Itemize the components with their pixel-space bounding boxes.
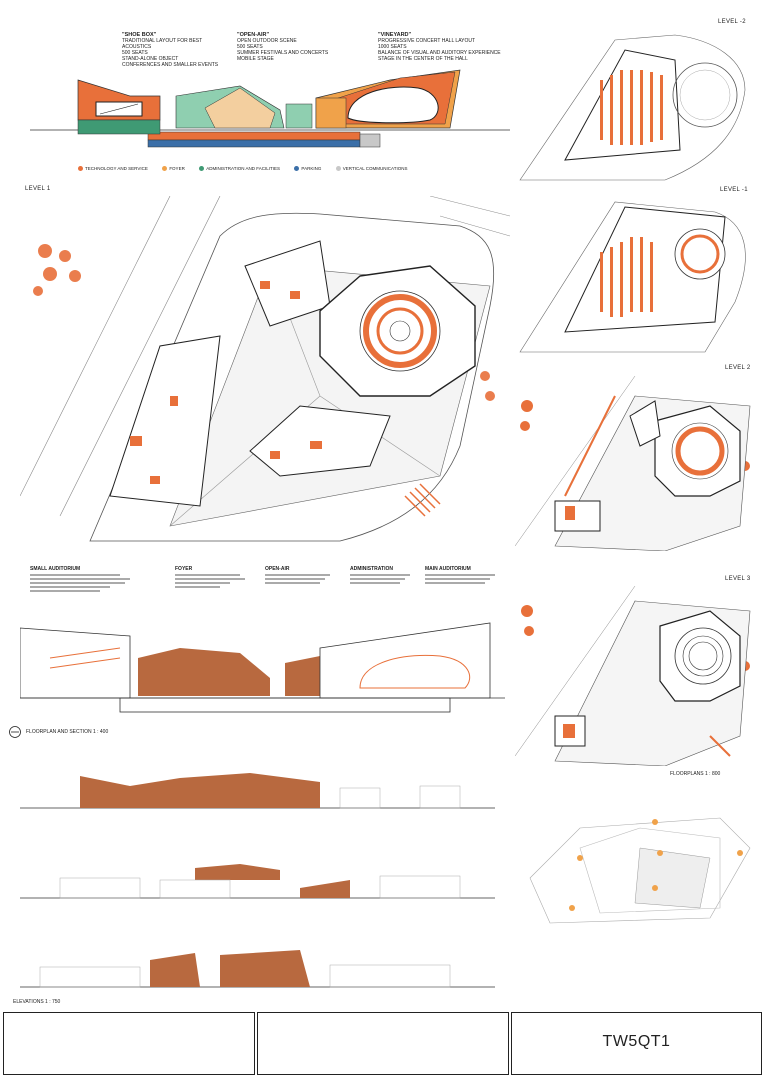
legend-item: ADMINISTRATION AND FACILITIES (199, 166, 280, 172)
room-lists: SMALL AUDITORIUM FOYER OPEN-AIR ADMINIST… (30, 566, 500, 600)
elevation-1 (20, 773, 495, 809)
level2-label: LEVEL 2 (725, 365, 751, 371)
legend-label: VERTICAL COMMUNICATIONS (342, 166, 408, 171)
concept-vineyard-line: BALANCE OF VISUAL AND AUDITORY EXPERIENC… (378, 50, 501, 56)
concept-shoebox-title: "SHOE BOX" (122, 32, 157, 38)
room-list-title: MAIN AUDITORIUM (425, 566, 471, 572)
level1-label: LEVEL 1 (25, 186, 51, 192)
building-section (20, 622, 505, 713)
concept-shoebox-line: TRADITIONAL LAYOUT FOR BEST ACOUSTICS (122, 38, 203, 50)
concept-shoebox-line: 500 SEATS (122, 50, 148, 56)
legend-label: PARKING (301, 166, 322, 171)
room-list-title: FOYER (175, 566, 193, 572)
concept-openair-text: "OPEN-AIR" OPEN OUTDOOR SCENE 500 SEATS … (237, 32, 347, 62)
concept-vineyard-line: 1000 SEATS (378, 44, 407, 50)
scale-floorplans: FLOORPLANS 1 : 800 (670, 771, 721, 777)
project-code: TW5QT1 (602, 1033, 671, 1050)
elevation-2 (20, 864, 495, 899)
concept-vineyard-text: "VINEYARD" PROGRESSIVE CONCERT HALL LAYO… (378, 32, 508, 62)
legend-swatch (335, 166, 341, 172)
level-minus1-label: LEVEL -1 (720, 187, 748, 193)
concept-openair-line: MOBILE STAGE (237, 56, 274, 62)
level3-floorplan (515, 586, 751, 766)
footer-box-right: TW5QT1 (511, 1012, 762, 1075)
concept-shoebox-text: "SHOE BOX" TRADITIONAL LAYOUT FOR BEST A… (122, 32, 232, 68)
concept-vineyard-line: PROGRESSIVE CONCERT HALL LAYOUT (378, 38, 476, 44)
concept-legend: TECHNOLOGY AND SERVICE FOYER ADMINISTRAT… (78, 157, 417, 175)
scale-elevations: ELEVATIONS 1 : 750 (13, 999, 61, 1005)
legend-item: PARKING (294, 166, 322, 172)
room-list-title: ADMINISTRATION (350, 566, 393, 572)
level-minus2-label: LEVEL -2 (718, 19, 746, 25)
concept-vineyard-line: STAGE IN THE CENTER OF THE HALL (378, 56, 468, 62)
legend-label: TECHNOLOGY AND SERVICE (85, 166, 148, 171)
room-list-lines (30, 574, 495, 592)
legend-swatch (199, 166, 205, 172)
footer-box-left (3, 1012, 255, 1075)
elevation-3 (20, 950, 495, 988)
level1-floorplan (20, 196, 510, 542)
north-arrow-icon (9, 726, 21, 738)
concept-openair-line: OPEN OUTDOOR SCENE (237, 38, 297, 44)
concept-openair-title: "OPEN-AIR" (237, 32, 270, 38)
scale-floorplan-section: FLOORPLAN AND SECTION 1 : 400 (26, 729, 109, 735)
concept-openair-line: SUMMER FESTIVALS AND CONCERTS (237, 50, 329, 56)
room-list-title: OPEN-AIR (265, 566, 290, 572)
legend-label: FOYER (169, 166, 185, 171)
legend-item: FOYER (162, 166, 185, 172)
legend-label: ADMINISTRATION AND FACILITIES (206, 166, 280, 171)
level2-floorplan (515, 376, 751, 551)
room-list-title: SMALL AUDITORIUM (30, 566, 81, 572)
level3-label: LEVEL 3 (725, 576, 751, 582)
axonometric-view (529, 817, 751, 924)
concept-vineyard-title: "VINEYARD" (378, 32, 412, 38)
legend-swatch (294, 166, 300, 172)
level-minus2-floorplan (519, 34, 746, 181)
concept-shoebox-line: CONFERENCES AND SMALLER EVENTS (122, 62, 219, 68)
legend-swatch (162, 166, 168, 172)
legend-item: TECHNOLOGY AND SERVICE (78, 166, 148, 172)
concept-shoebox-line: STAND-ALONE OBJECT (122, 56, 179, 62)
footer-box-middle (257, 1012, 509, 1075)
legend-item: VERTICAL COMMUNICATIONS (335, 166, 408, 172)
concept-openair-line: 500 SEATS (237, 44, 263, 50)
legend-swatch (78, 166, 83, 172)
level-minus1-floorplan (519, 201, 746, 353)
concept-section-diagram (30, 69, 510, 148)
